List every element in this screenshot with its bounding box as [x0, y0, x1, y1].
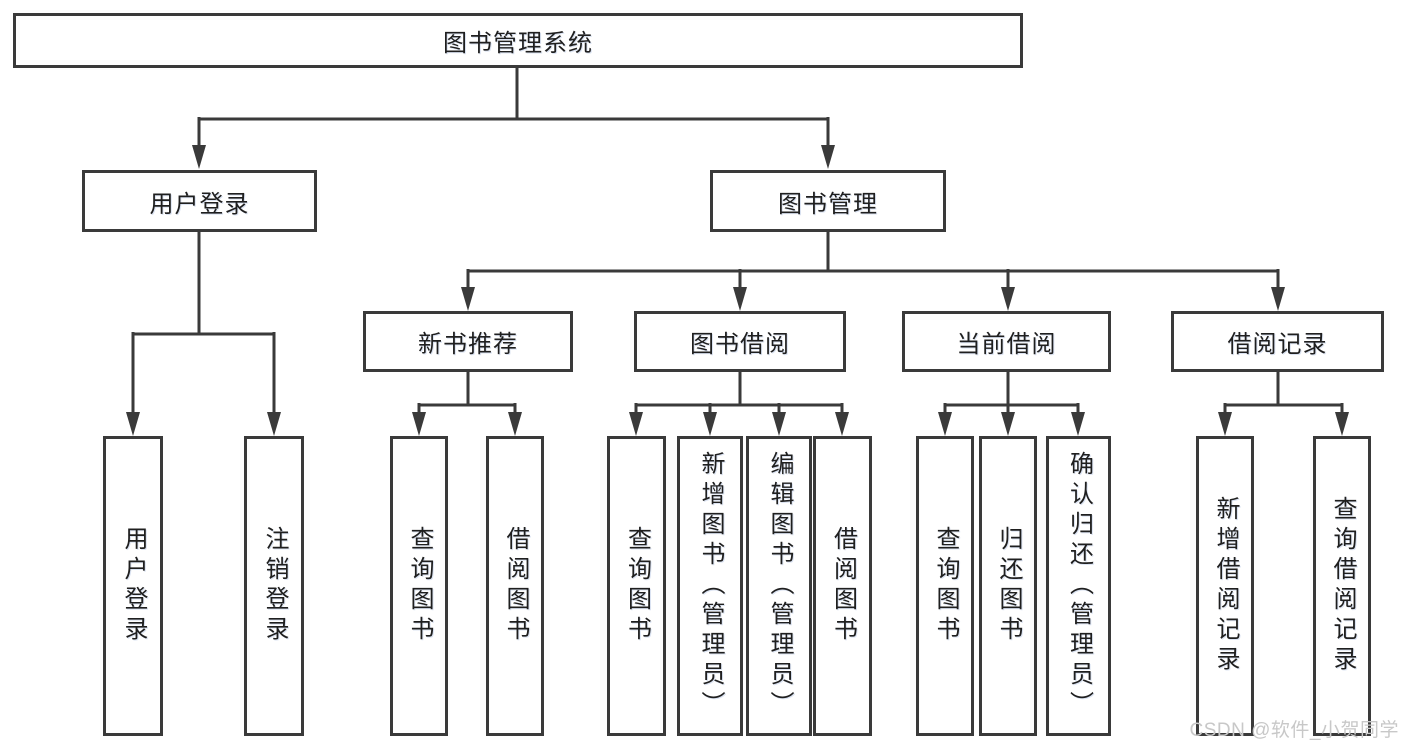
node-new-book-recommend: 新书推荐	[363, 311, 573, 372]
arrow-down-icon	[508, 412, 522, 436]
arrow-down-icon	[1335, 412, 1349, 436]
arrow-down-icon	[1001, 412, 1015, 436]
leaf-query-books-borrow: 查询图书	[607, 436, 666, 736]
connector-book-borrow-branch	[634, 372, 844, 414]
node-root: 图书管理系统	[13, 13, 1023, 68]
arrow-down-icon	[1218, 412, 1232, 436]
leaf-query-borrow-record: 查询借阅记录	[1313, 436, 1371, 736]
arrow-down-icon	[703, 412, 717, 436]
csdn-watermark: CSDN @软件_小贺同学	[1189, 720, 1399, 741]
connector-user-login-branch	[131, 232, 276, 413]
leaf-user-login: 用户登录	[103, 436, 163, 736]
arrow-down-icon	[1001, 287, 1015, 311]
arrow-down-icon	[733, 287, 747, 311]
arrow-down-icon	[412, 412, 426, 436]
arrow-down-icon	[772, 412, 786, 436]
leaf-confirm-return-admin: 确认归还（管理员）	[1046, 436, 1111, 736]
arrow-down-icon	[938, 412, 952, 436]
node-user-login: 用户登录	[82, 170, 317, 232]
node-book-management: 图书管理	[710, 170, 946, 232]
arrow-down-icon	[1071, 412, 1085, 436]
connector-root-branch	[197, 68, 830, 146]
leaf-query-books-current: 查询图书	[916, 436, 974, 736]
arrow-down-icon	[629, 412, 643, 436]
leaf-borrow-books-recommend: 借阅图书	[486, 436, 544, 736]
arrow-down-icon	[267, 412, 281, 436]
leaf-add-borrow-record: 新增借阅记录	[1196, 436, 1254, 736]
leaf-query-books-recommend: 查询图书	[390, 436, 448, 736]
node-current-borrow: 当前借阅	[902, 311, 1111, 372]
connector-book-management-branch	[466, 232, 1280, 289]
arrow-down-icon	[821, 145, 835, 169]
arrow-down-icon	[461, 287, 475, 311]
leaf-logout: 注销登录	[244, 436, 304, 736]
arrow-down-icon	[192, 145, 206, 169]
node-borrow-records: 借阅记录	[1171, 311, 1384, 372]
leaf-add-books-admin: 新增图书（管理员）	[677, 436, 743, 736]
arrow-down-icon	[126, 412, 140, 436]
arrow-down-icon	[1271, 287, 1285, 311]
node-book-borrow: 图书借阅	[634, 311, 846, 372]
arrow-down-icon	[835, 412, 849, 436]
leaf-borrow-books: 借阅图书	[813, 436, 872, 736]
connector-current-borrow-branch	[943, 372, 1080, 414]
connector-new-book-branch	[417, 372, 517, 414]
connector-borrow-records-branch	[1223, 372, 1344, 414]
leaf-return-books: 归还图书	[979, 436, 1037, 736]
leaf-edit-books-admin: 编辑图书（管理员）	[746, 436, 812, 736]
